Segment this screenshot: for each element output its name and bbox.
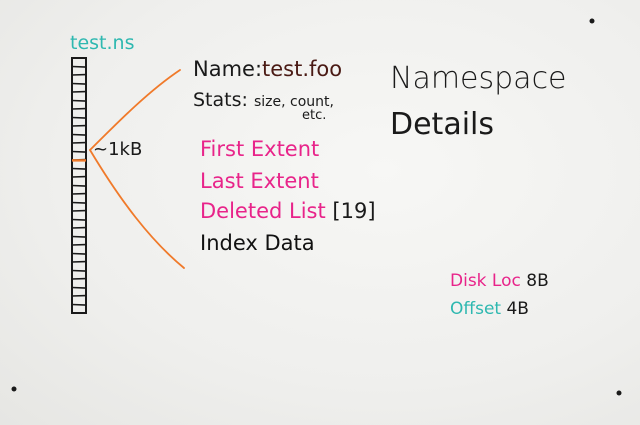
name-key: Name: [193, 57, 263, 81]
index-data-field: Index Data [200, 231, 315, 255]
diskloc-label: Disk Loc [450, 271, 521, 291]
diskloc-value: 8B [526, 271, 549, 291]
stack-slot-divider [71, 269, 87, 272]
offset-value: 4B [506, 299, 529, 319]
name-field: Name:test.foo [193, 59, 342, 80]
expansion-line-bottom [89, 149, 185, 269]
deleted-list-field: Deleted List [19] [200, 201, 376, 222]
board-dot-top-right [589, 18, 595, 24]
namespace-file-stack [71, 57, 87, 314]
stack-slot-divider [71, 133, 87, 136]
stack-slot-divider [71, 99, 87, 102]
stack-slot-divider [71, 252, 87, 255]
board-dot-bottom-right [616, 390, 622, 396]
stack-slot-divider [71, 235, 87, 238]
first-extent-field: First Extent [200, 137, 320, 161]
deleted-list-label: Deleted List [200, 199, 326, 223]
offset-label: Offset [450, 299, 502, 319]
stats-value: size, count, [253, 94, 334, 110]
stack-slot-divider [71, 116, 87, 119]
title-line-1: Namespace [390, 61, 567, 96]
stack-slot-divider [71, 150, 87, 153]
offset-size: Offset 4B [450, 301, 529, 318]
stats-field: Stats: size, count, [193, 91, 334, 110]
expansion-line-top [89, 69, 181, 151]
slot-size-label: ~1kB [93, 139, 143, 160]
stack-slot-divider [71, 303, 87, 306]
diskloc-size: Disk Loc 8B [450, 273, 549, 290]
stack-slot-divider [71, 167, 87, 170]
board-dot-bottom-left [11, 386, 17, 392]
title-line-2: Details [390, 107, 495, 142]
stack-slot-divider [71, 184, 87, 187]
name-value: test.foo [262, 57, 343, 81]
stats-key: Stats: [193, 89, 248, 111]
stats-extra: etc. [302, 108, 327, 123]
stack-slot-divider [71, 218, 87, 221]
stack-slot-divider [71, 82, 87, 85]
deleted-list-size: [19] [332, 199, 376, 223]
file-name-label: test.ns [70, 32, 135, 54]
stack-slot-divider [71, 65, 87, 68]
last-extent-field: Last Extent [200, 169, 319, 193]
stack-slot-divider [71, 201, 87, 204]
stack-slot-divider [71, 286, 87, 289]
